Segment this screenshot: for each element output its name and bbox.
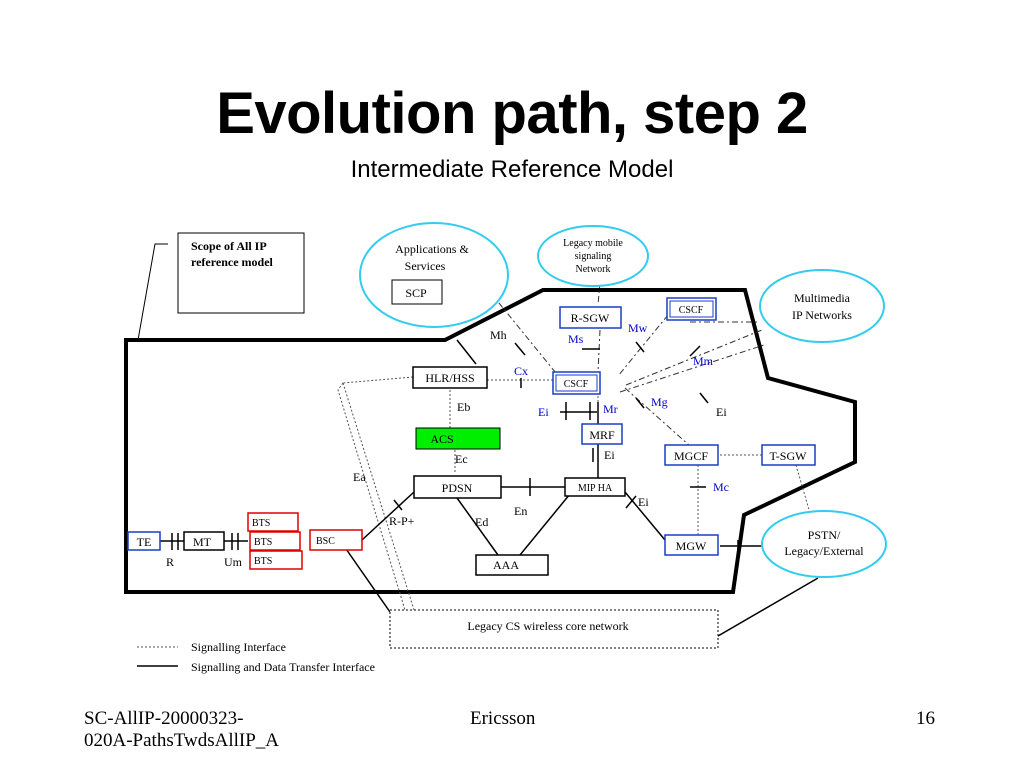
applications-label-line1: Applications &	[395, 242, 469, 256]
pstn-cloud	[761, 510, 887, 578]
iface-mr: Mr	[603, 402, 618, 416]
mip-ha-node	[564, 477, 626, 497]
legacy-mobile-line2: signaling	[575, 251, 612, 262]
footer-doc-id: SC-AllIP-20000323-020A-PathsTwdsAllIP_A	[84, 708, 280, 751]
mt-label: MT	[193, 535, 212, 549]
r-sgw-label: R-SGW	[571, 311, 610, 325]
iface-mg: Mg	[651, 395, 668, 409]
bsc-node	[309, 529, 363, 551]
multimedia-line2: IP Networks	[792, 308, 852, 322]
scope-note-pointer	[137, 243, 168, 341]
cscf-mid-inner	[555, 374, 598, 392]
aaa-node	[475, 554, 549, 576]
applications-label-line2: Services	[405, 259, 446, 273]
applications-cloud	[359, 222, 509, 328]
iface-um: Um	[224, 555, 243, 569]
iface-mw: Mw	[628, 321, 648, 335]
interface-ticks	[171, 341, 739, 554]
all-ip-scope-boundary	[124, 288, 857, 594]
iface-mc: Mc	[713, 480, 729, 494]
cscf-mid-label: CSCF	[564, 379, 589, 390]
bts-node-1	[247, 512, 299, 532]
scp-node	[391, 279, 443, 305]
cscf-top-inner	[669, 300, 714, 318]
bts-label-1: BTS	[252, 518, 270, 529]
multimedia-cloud	[759, 269, 885, 343]
legend-solid-label: Signalling and Data Transfer Interface	[191, 660, 375, 674]
ims-signalling-lines	[489, 281, 765, 447]
cscf-mid-node	[552, 371, 601, 395]
pstn-line2: Legacy/External	[784, 544, 864, 558]
scope-note-box	[177, 232, 305, 314]
iface-mh: Mh	[490, 328, 507, 342]
scp-label: SCP	[405, 286, 427, 300]
iface-r: R	[166, 555, 174, 569]
hlr-hss-node	[412, 366, 488, 389]
legacy-cs-box	[389, 609, 719, 649]
iface-mm: Mm	[693, 354, 714, 368]
mgcf-node	[664, 444, 719, 466]
iface-ei-mrf: Ei	[604, 448, 615, 462]
t-sgw-label: T-SGW	[770, 449, 808, 463]
mrf-label: MRF	[589, 428, 615, 442]
slide-subtitle: Intermediate Reference Model	[350, 156, 674, 183]
te-node	[127, 531, 161, 551]
legend-dotted-label: Signalling Interface	[191, 640, 286, 654]
legacy-mobile-line3: Network	[576, 264, 611, 275]
legacy-cs-label: Legacy CS wireless core network	[467, 619, 628, 633]
iface-ec: Ec	[455, 452, 468, 466]
pdsn-label: PDSN	[442, 481, 473, 495]
mip-ha-label: MIP HA	[578, 483, 613, 494]
iface-rp: R-P+	[389, 514, 415, 528]
footer-company: Ericsson	[470, 708, 536, 729]
iface-ed: Ed	[475, 515, 488, 529]
scope-note-line1: Scope of All IP	[191, 239, 267, 253]
bsc-label: BSC	[316, 536, 335, 547]
iface-cx: Cx	[514, 364, 528, 378]
iface-ei-right: Ei	[716, 405, 727, 419]
aaa-label: AAA	[493, 558, 519, 572]
pdsn-node	[413, 475, 502, 499]
interface-labels: Mh Cx Ms Mw Mm Mg Mr Ei Ei Ei Ei Eb Ec E…	[166, 321, 729, 569]
r-sgw-node	[559, 306, 622, 329]
cscf-top-node	[666, 297, 717, 321]
hlr-hss-label: HLR/HSS	[425, 371, 474, 385]
iface-eb: Eb	[457, 400, 470, 414]
bts-node-3	[249, 550, 303, 570]
iface-ei-left: Ei	[538, 405, 549, 419]
mt-node	[183, 531, 225, 551]
bts-node-2	[249, 531, 301, 551]
cscf-top-label: CSCF	[679, 305, 704, 316]
acs-label: ACS	[430, 432, 453, 446]
slide-title: Evolution path, step 2	[216, 81, 808, 146]
iface-ei-mip: Ei	[638, 495, 649, 509]
mgcf-label: MGCF	[674, 449, 708, 463]
mrf-node	[581, 423, 623, 445]
scope-note-line2: reference model	[191, 255, 274, 269]
acs-node	[415, 427, 501, 450]
bts-label-3: BTS	[254, 556, 272, 567]
iface-ea: Ea	[353, 470, 366, 484]
iface-en: En	[514, 504, 527, 518]
multimedia-line1: Multimedia	[794, 291, 851, 305]
legacy-mobile-line1: Legacy mobile	[563, 238, 623, 249]
mgw-label: MGW	[676, 539, 707, 553]
pstn-line1: PSTN/	[808, 528, 841, 542]
t-sgw-node	[761, 444, 816, 466]
footer-page-number: 16	[916, 708, 935, 729]
te-label: TE	[137, 535, 152, 549]
iface-ms: Ms	[568, 332, 584, 346]
mgw-node	[664, 534, 719, 556]
bts-label-2: BTS	[254, 537, 272, 548]
legacy-mobile-cloud	[537, 225, 649, 287]
